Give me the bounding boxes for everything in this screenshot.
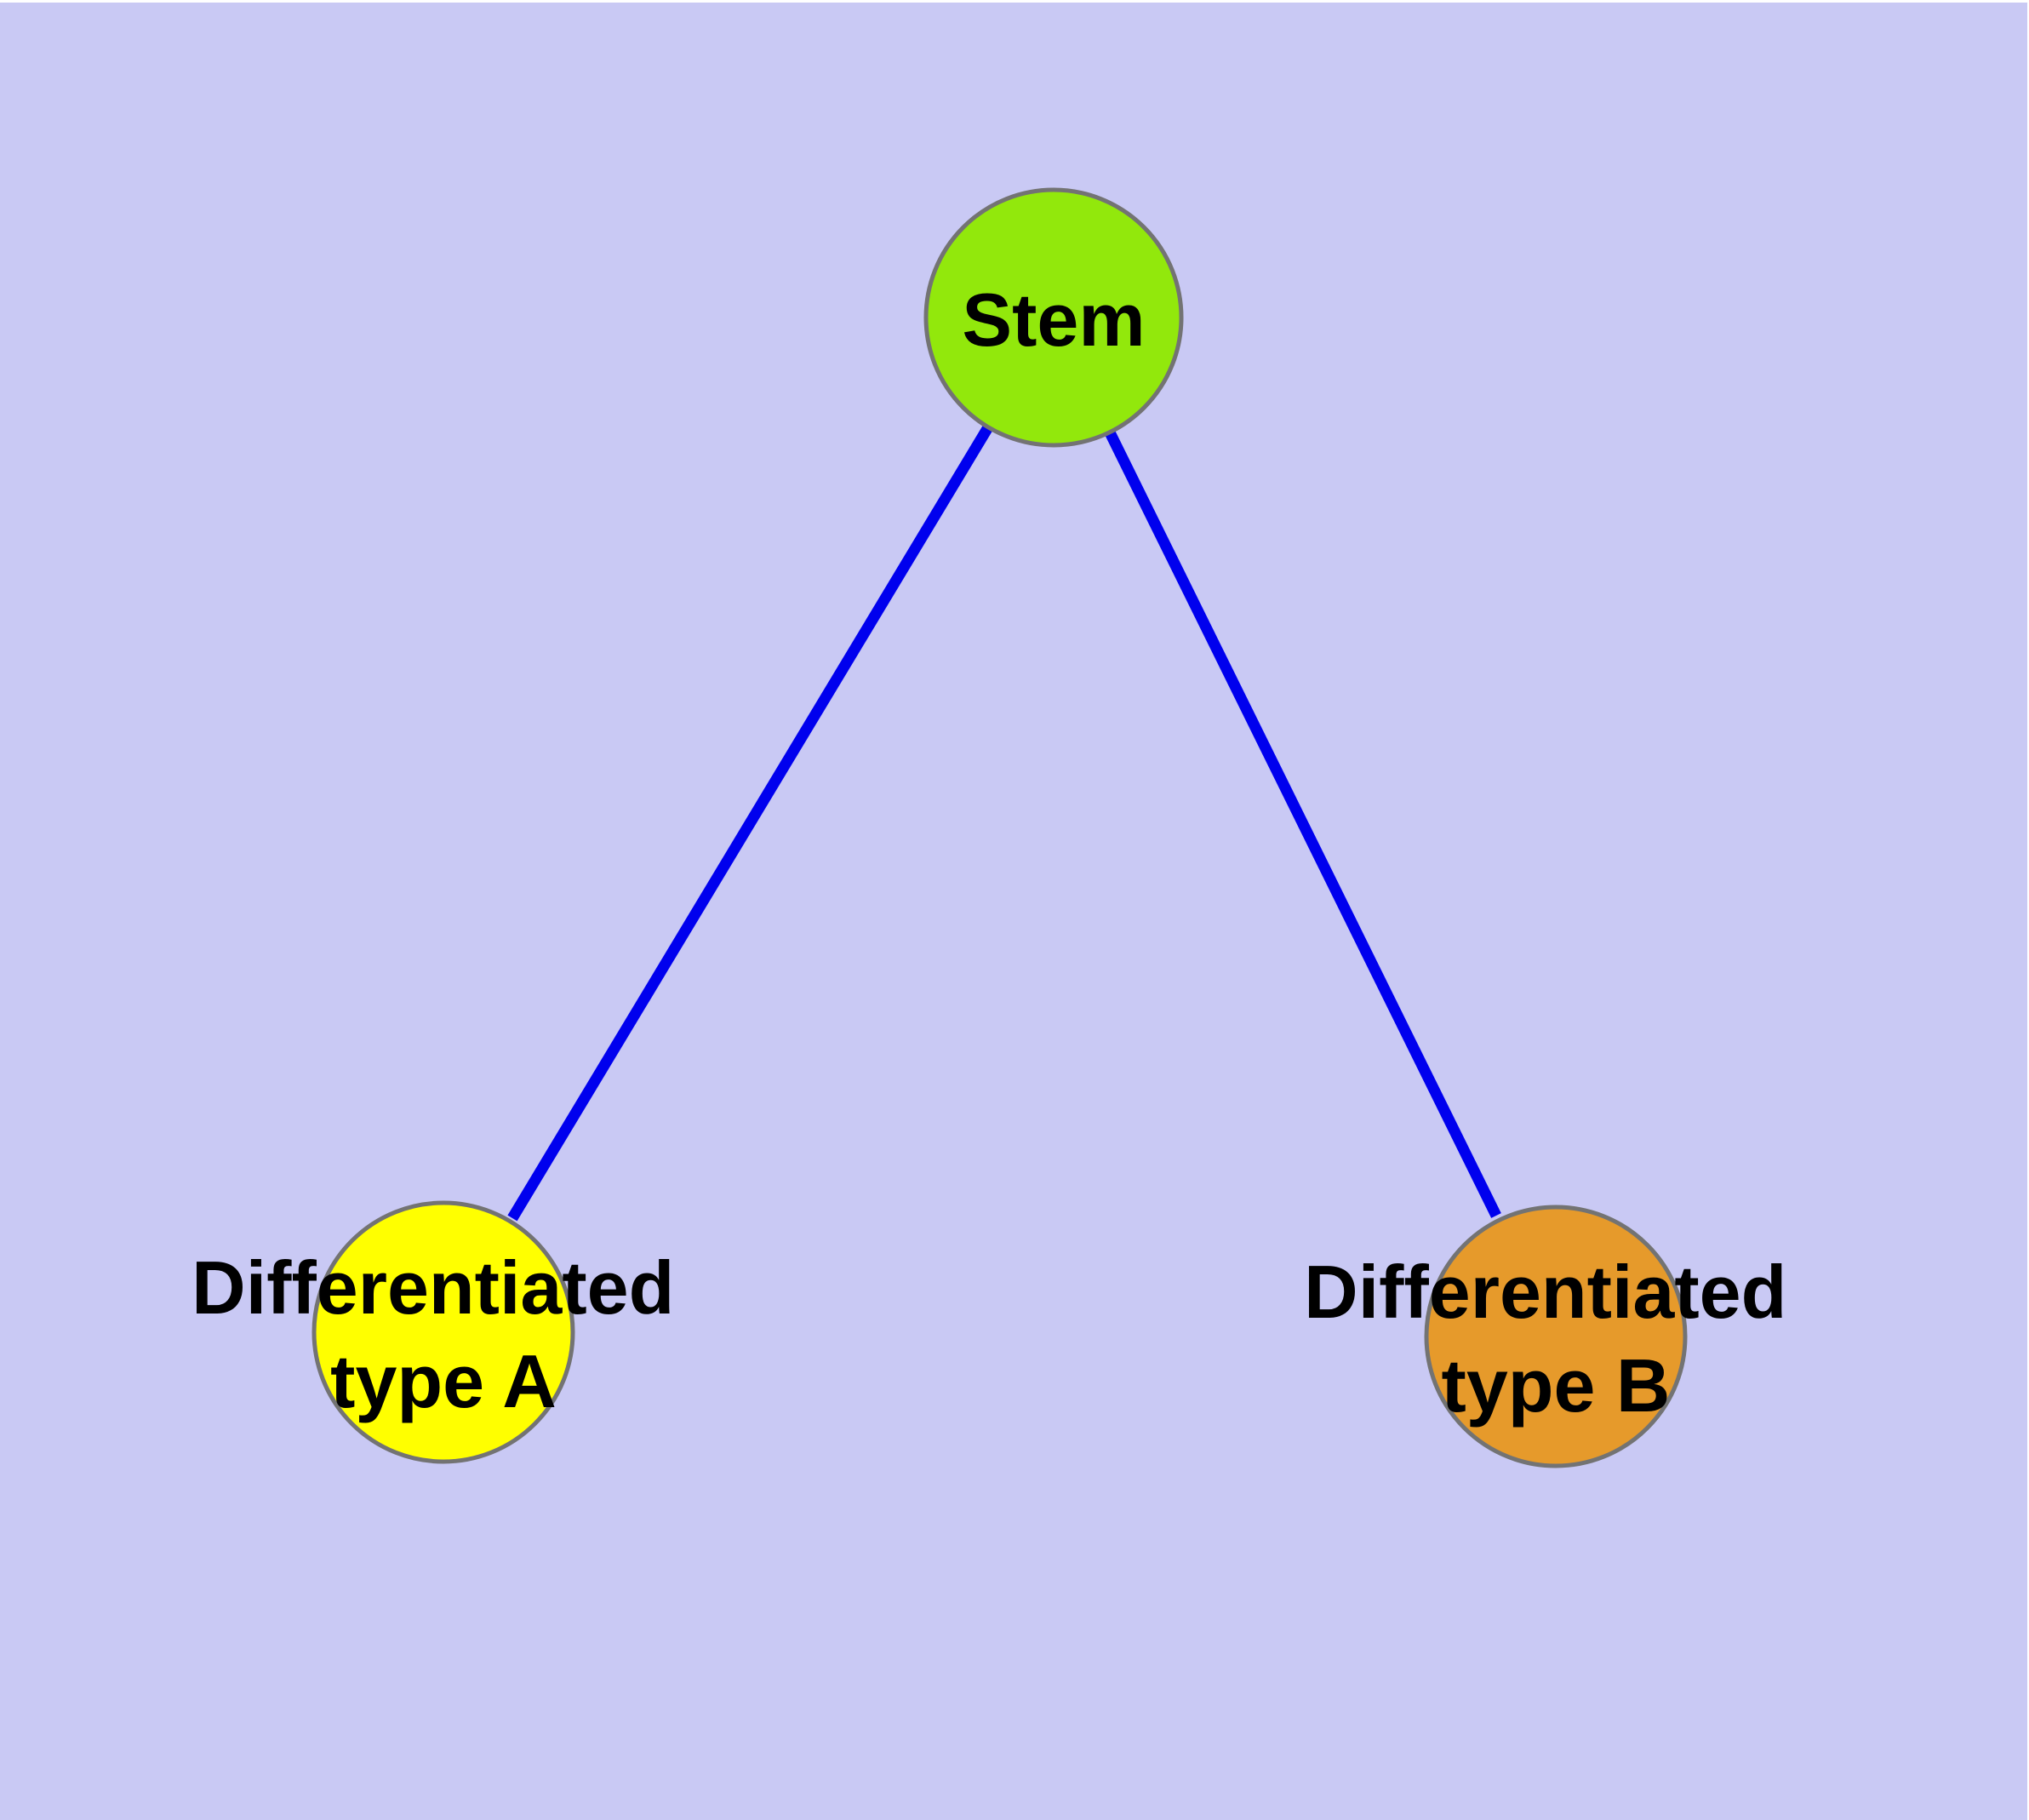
- node-type-b-label-line2: type B: [1442, 1343, 1671, 1428]
- node-type-b-label: Differentiated type B: [1304, 1250, 1808, 1428]
- node-type-a-label: Differentiated type A: [191, 1245, 695, 1423]
- node-type-a-label-line2: type A: [330, 1339, 557, 1423]
- edge-stem-to-type-a: [507, 424, 993, 1222]
- node-stem: Stem: [923, 187, 1184, 448]
- node-stem-circle: [923, 187, 1184, 448]
- edge-stem-to-type-b: [1105, 430, 1501, 1218]
- node-type-a: Differentiated type A: [191, 1200, 695, 1464]
- node-type-a-circle: [311, 1200, 575, 1464]
- node-type-a-label-line1: Differentiated: [191, 1245, 674, 1330]
- node-type-b: Differentiated type B: [1304, 1205, 1808, 1468]
- node-type-b-circle: [1424, 1205, 1688, 1468]
- edge-layer: [507, 424, 1501, 1222]
- node-stem-label: Stem: [962, 278, 1145, 362]
- node-type-b-label-line1: Differentiated: [1304, 1250, 1786, 1334]
